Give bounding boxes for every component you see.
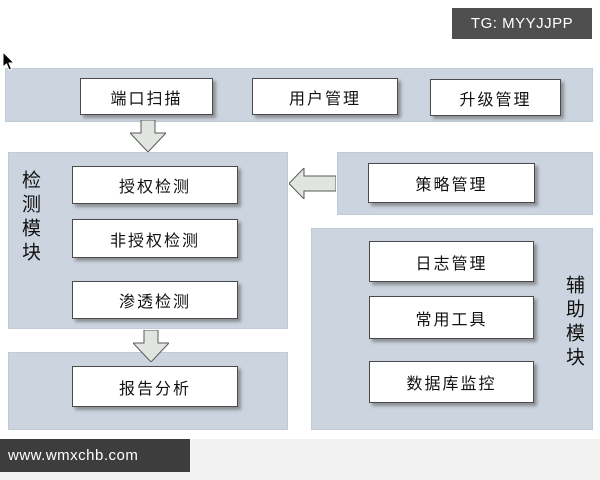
node-policy-management: 策略管理 bbox=[368, 163, 535, 203]
node-common-tools: 常用工具 bbox=[369, 296, 534, 339]
node-user-management: 用户管理 bbox=[252, 78, 398, 115]
tg-watermark-badge: TG: MYYJJPP bbox=[452, 8, 592, 39]
node-penetration-detection: 渗透检测 bbox=[72, 281, 238, 319]
arrow-left-from-policy-icon bbox=[289, 168, 336, 199]
arrow-down-to-report-icon bbox=[133, 330, 169, 362]
node-log-management: 日志管理 bbox=[369, 241, 534, 282]
arrow-down-from-port-scan-icon bbox=[130, 120, 166, 152]
site-watermark-badge: www.wmxchb.com bbox=[0, 439, 190, 472]
detection-module-label: 检测模块 bbox=[19, 170, 40, 266]
auxiliary-module-label: 辅助模块 bbox=[563, 275, 584, 371]
node-authorized-detection: 授权检测 bbox=[72, 166, 238, 204]
node-report-analysis: 报告分析 bbox=[72, 366, 238, 407]
node-upgrade-management: 升级管理 bbox=[430, 79, 561, 116]
node-database-monitoring: 数据库监控 bbox=[369, 361, 534, 403]
node-port-scan: 端口扫描 bbox=[80, 78, 213, 115]
node-unauthorized-detection: 非授权检测 bbox=[72, 219, 238, 258]
mouse-cursor-icon bbox=[2, 52, 16, 71]
